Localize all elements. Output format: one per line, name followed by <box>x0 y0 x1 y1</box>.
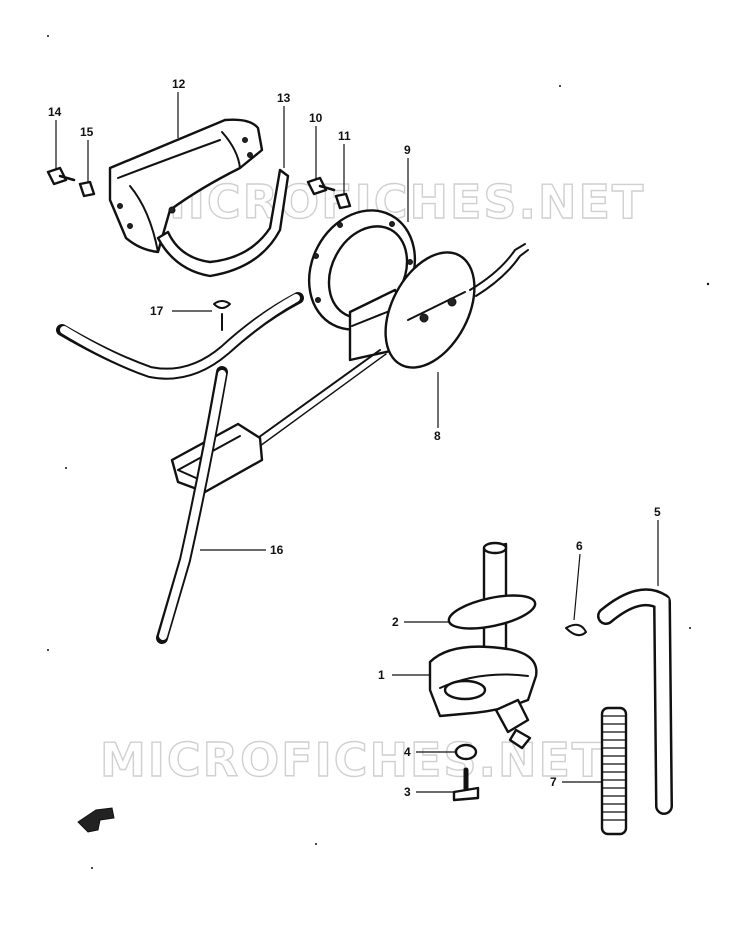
callout-13: 13 <box>277 91 291 105</box>
callout-1: 1 <box>378 668 385 682</box>
part-14-bolt <box>46 166 76 186</box>
part-8-float <box>170 422 264 494</box>
callout-2: 2 <box>392 615 399 629</box>
part-15-nut <box>78 180 96 198</box>
part-3-screw <box>452 767 480 802</box>
callout-6: 6 <box>576 539 583 553</box>
callout-4: 4 <box>404 745 411 759</box>
callout-9: 9 <box>404 143 411 157</box>
part-6-clip <box>565 623 587 637</box>
callout-labels: 12 13 14 15 10 11 9 8 17 16 2 1 4 3 7 6 … <box>48 77 661 799</box>
callout-14: 14 <box>48 105 62 119</box>
part-1-fuel-cock <box>428 541 538 750</box>
part-7-filter <box>600 706 628 836</box>
part-16-hose <box>56 292 304 644</box>
callout-10: 10 <box>309 111 323 125</box>
watermark-bottom: MICROFICHES.NET <box>100 733 605 787</box>
callout-15: 15 <box>80 125 94 139</box>
part-13-rubber-strip <box>156 168 290 278</box>
part-8-fuel-gauge-unit <box>254 243 529 447</box>
scan-specks <box>47 35 710 869</box>
part-5-hose <box>597 588 673 815</box>
part-2-o-ring <box>447 594 537 630</box>
callout-5: 5 <box>654 505 661 519</box>
front-direction-arrow-icon <box>77 807 115 833</box>
leader-lines <box>55 92 659 793</box>
callout-3: 3 <box>404 785 411 799</box>
callout-16: 16 <box>270 543 284 557</box>
callout-12: 12 <box>172 77 186 91</box>
callout-7: 7 <box>550 775 557 789</box>
part-4-washer <box>454 743 478 761</box>
part-11-nut <box>334 192 352 210</box>
part-12-cover <box>108 118 264 254</box>
callout-11: 11 <box>338 129 351 143</box>
callout-17: 17 <box>150 304 164 318</box>
callout-8: 8 <box>434 429 441 443</box>
part-17-clip <box>213 300 231 331</box>
